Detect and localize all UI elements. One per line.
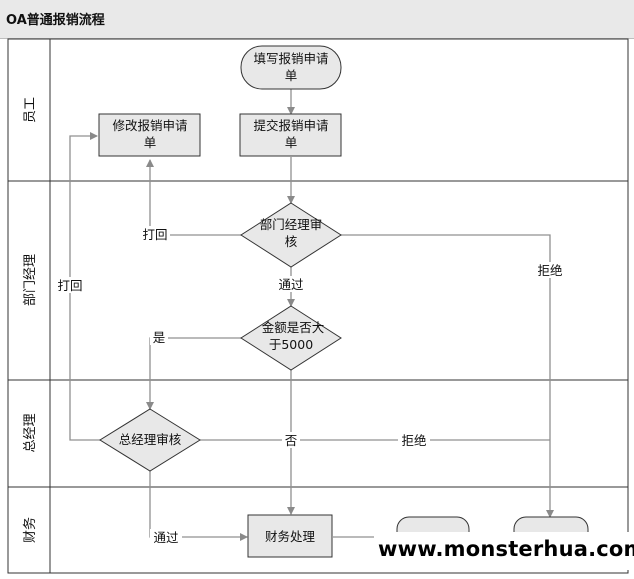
- node-finance-process: [247, 514, 333, 558]
- node-finance-process-label: 财务处理: [265, 529, 316, 544]
- lane-label-finance: 财务: [22, 517, 38, 543]
- lane-label-general-manager: 总经理: [23, 413, 38, 452]
- edge-gm-pass: [149, 471, 248, 541]
- edge-label-no: 否: [285, 433, 298, 448]
- node-start-line1: 填写报销申请: [253, 51, 328, 66]
- page-title: OA普通报销流程: [6, 13, 105, 28]
- edge-label-pass-gm: 通过: [153, 530, 179, 545]
- node-start: [240, 45, 342, 90]
- watermark-text: www.monsterhua.com: [378, 537, 634, 561]
- lane-frame: [7, 38, 629, 574]
- node-modify-line1: 修改报销申请: [112, 118, 187, 133]
- label-bg-yes: [150, 329, 168, 345]
- label-bg-pass-gm: [150, 529, 182, 545]
- label-bg-reject-dept: [534, 262, 566, 278]
- node-submit-line1: 提交报销申请: [253, 118, 328, 133]
- edge-label-return-dept: 打回: [142, 227, 167, 242]
- edge-dept-return: [146, 159, 241, 236]
- node-gm-review-label: 总经理审核: [119, 432, 182, 447]
- node-amount-check-line1: 金额是否大: [262, 320, 325, 335]
- node-modify-line2: 单: [144, 135, 157, 150]
- label-bg-return-dept: [140, 226, 170, 242]
- node-gm-review: [99, 408, 201, 472]
- label-bg-no: [282, 432, 300, 448]
- label-bg-pass-dept: [274, 276, 308, 292]
- node-modify: [98, 113, 201, 157]
- edge-label-reject-dept: 拒绝: [537, 263, 562, 278]
- edge-label-reject-gm: 拒绝: [401, 433, 426, 448]
- node-dept-review-line2: 核: [285, 234, 298, 249]
- edge-label-pass-dept: 通过: [278, 277, 304, 292]
- label-bg-reject-gm: [398, 432, 430, 448]
- lane-label-dept-manager: 部门经理: [23, 254, 38, 306]
- edge-amount-yes: [146, 337, 241, 410]
- edge-label-return-gm: 打回: [57, 278, 82, 293]
- node-submit-line2: 单: [285, 135, 298, 150]
- node-amount-check-line2: 于5000: [269, 337, 313, 352]
- watermark: www.monsterhua.com: [374, 532, 634, 570]
- node-start-line2: 单: [285, 68, 298, 83]
- node-dept-review: [240, 202, 342, 268]
- label-bg-return-gm: [55, 277, 85, 293]
- node-amount-check: [240, 305, 342, 371]
- edge-dept-reject: [341, 234, 554, 518]
- node-dept-review-line1: 部门经理审: [260, 217, 323, 232]
- lane-label-employee: 员工: [23, 97, 38, 123]
- edge-label-yes: 是: [153, 330, 166, 345]
- node-submit: [239, 113, 342, 157]
